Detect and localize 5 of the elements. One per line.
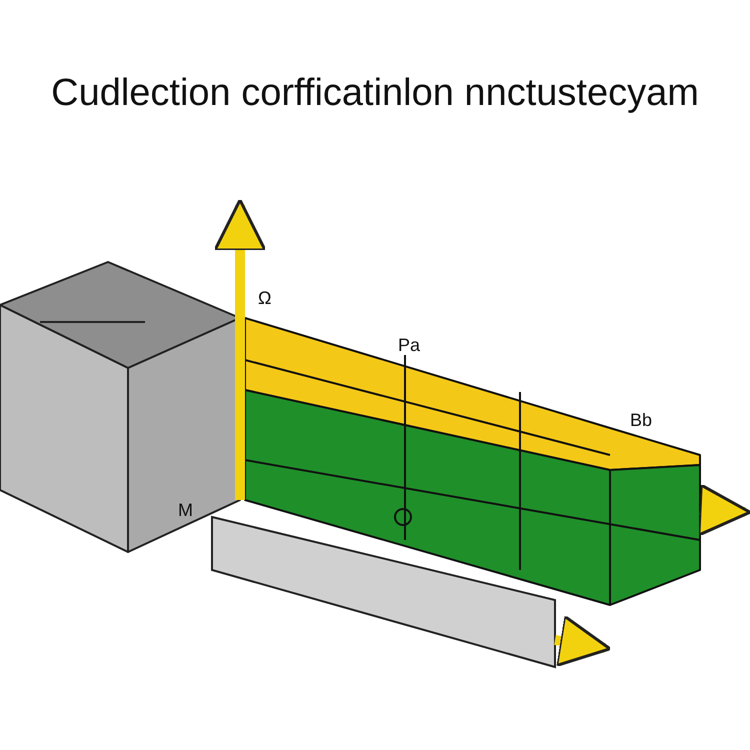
point-label: M — [178, 500, 193, 521]
point-label: Bb — [630, 410, 652, 431]
point-label: Ω — [258, 288, 272, 309]
point-label: Pa — [398, 335, 420, 356]
diagram-title: Cudlection corfficatinlon nnctustecyam — [51, 72, 699, 115]
